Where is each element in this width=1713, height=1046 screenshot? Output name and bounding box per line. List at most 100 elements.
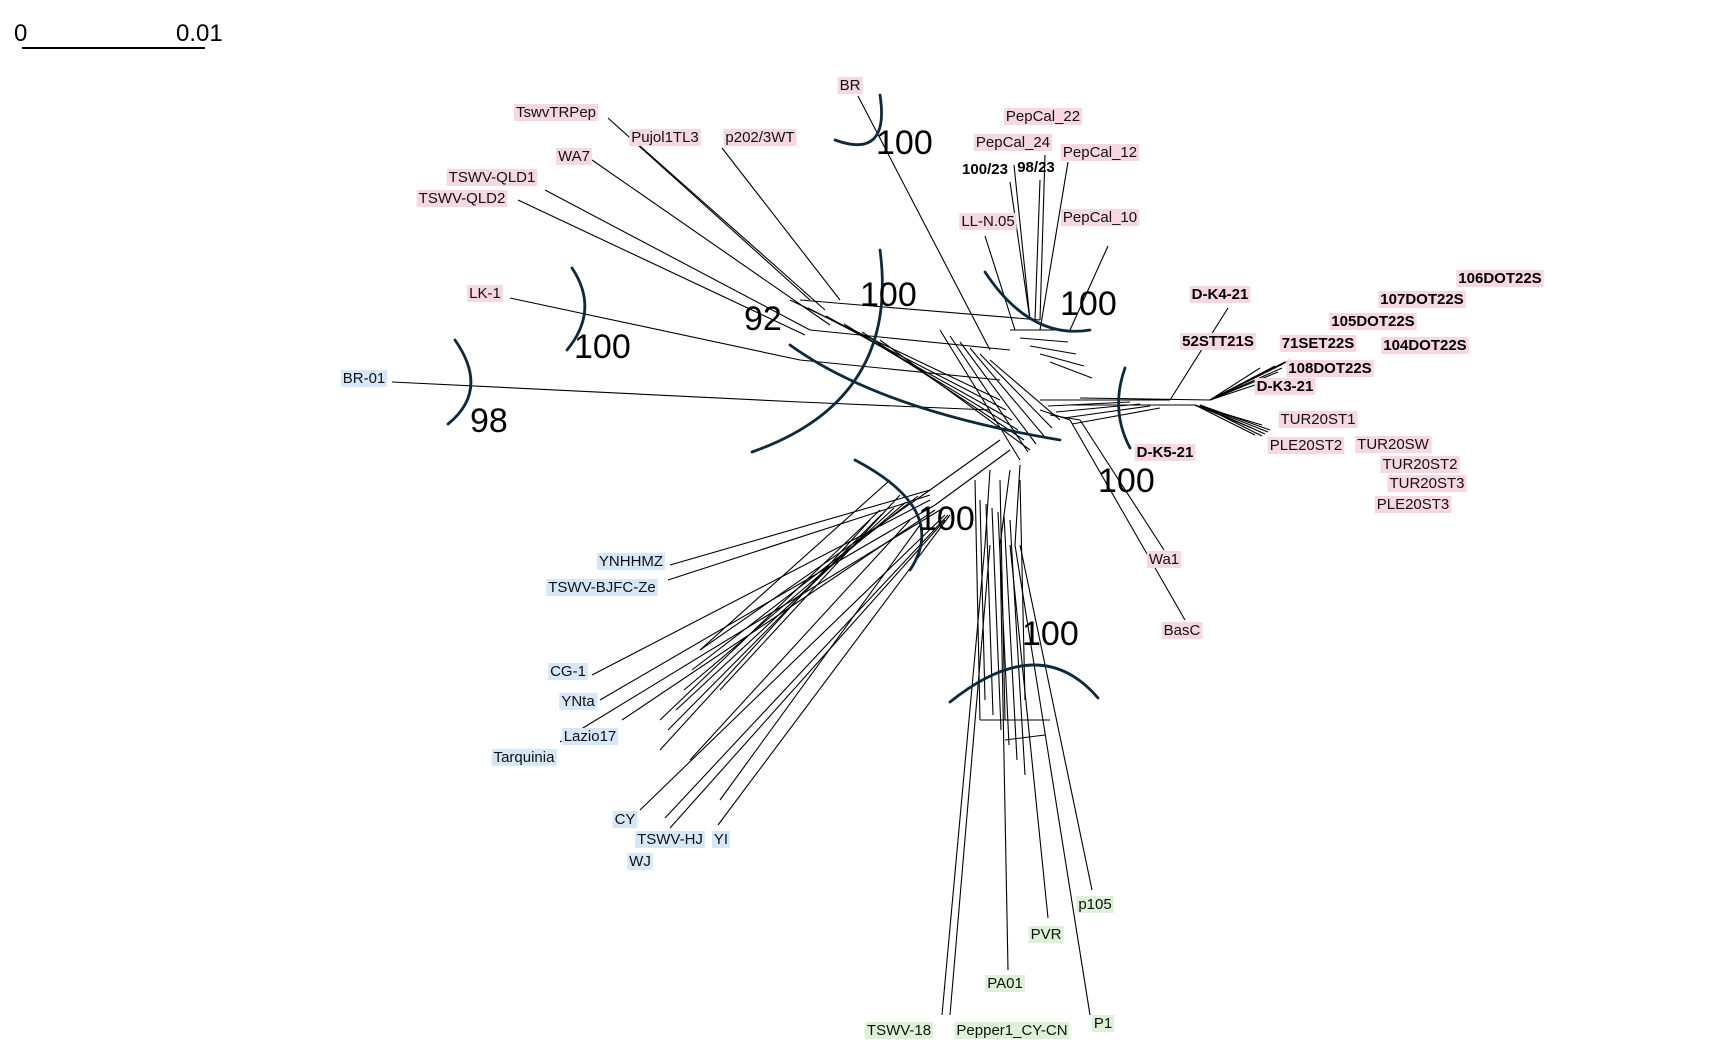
- taxon-label: 105DOT22S: [1331, 313, 1414, 330]
- taxon-label: PA01: [987, 975, 1023, 992]
- taxon-highlight: [711, 831, 731, 848]
- network-edge-21: [691, 495, 919, 671]
- taxon-label: PepCal_22: [1006, 108, 1080, 125]
- taxon-highlight: [612, 811, 638, 828]
- taxon-highlight: [1003, 108, 1083, 125]
- leaf-edge-pepcal-12: [1039, 161, 1069, 331]
- taxon-lk-1: LK-1: [467, 285, 503, 302]
- taxon-label: BR-01: [343, 370, 386, 387]
- split-arc-6: [1117, 366, 1132, 450]
- taxon-tswv-qld2: TSWV-QLD2: [416, 190, 508, 207]
- bootstrap-value: 98: [470, 402, 508, 440]
- leaf-edge-98-23: [1034, 179, 1041, 321]
- taxon-pepcal-22: PepCal_22: [1003, 108, 1083, 125]
- network-edge-32: [1003, 515, 1018, 761]
- leaf-edge-52stt21s: [1209, 367, 1261, 401]
- network-edge-5: [934, 449, 1011, 506]
- taxon-tswvtrpep: TswvTRPep: [513, 104, 599, 121]
- taxon-label: YNta: [561, 693, 595, 710]
- network-edge-0: [799, 299, 1041, 321]
- taxon-pujol1tl3: Pujol1TL3: [629, 129, 701, 146]
- taxon-ple20st3: PLE20ST3: [1374, 496, 1452, 513]
- taxon-pepcal-24: PepCal_24: [973, 134, 1053, 151]
- bootstrap-value: 92: [744, 300, 782, 338]
- leaf-edge-tswv-qld2: [517, 199, 806, 336]
- taxon-tswv-qld1: TSWV-QLD1: [446, 169, 538, 186]
- taxon-label: WA7: [558, 148, 590, 165]
- network-edges: [391, 95, 1291, 1016]
- taxon-highlight: [1091, 1015, 1115, 1032]
- leaf-edge-pepper1-cy-cn: [949, 544, 991, 1016]
- taxon-highlight: [1286, 360, 1374, 377]
- taxon-tswv-hj: TSWV-HJ: [635, 831, 705, 848]
- split-arc-2: [446, 338, 473, 426]
- taxon-br: BR: [837, 77, 863, 94]
- taxon-highlight: [548, 663, 588, 680]
- network-edge-55: [659, 509, 881, 721]
- taxon-cy: CY: [612, 811, 638, 828]
- taxon-label: PLE20ST3: [1377, 496, 1450, 513]
- taxon-label: TSWV-QLD2: [419, 190, 506, 207]
- network-edge-57: [719, 524, 921, 801]
- network-edge-49: [999, 479, 1006, 721]
- taxon-label: 107DOT22S: [1380, 291, 1463, 308]
- taxon-label: 52STT21S: [1182, 333, 1254, 350]
- leaf-edge-tswvtrpep: [607, 117, 811, 301]
- taxon-label: PepCal_24: [976, 134, 1050, 151]
- split-arc-1: [565, 266, 587, 352]
- network-edge-6: [984, 469, 991, 546]
- taxon-label: D-K4-21: [1192, 286, 1249, 303]
- network-edge-13: [1079, 397, 1211, 401]
- leaf-edge-d-k4-21: [1169, 307, 1229, 401]
- leaf-edge-wa7: [591, 159, 831, 326]
- taxon-highlight: [973, 134, 1053, 151]
- network-edge-1: [809, 329, 1011, 351]
- taxon-pepper1-cy-cn: Pepper1_CY-CN: [954, 1022, 1070, 1039]
- bootstrap-value: 100: [1098, 462, 1155, 500]
- taxon-label: Tarquinia: [494, 749, 556, 766]
- network-edge-40: [1019, 337, 1069, 343]
- taxon-highlight: [1355, 436, 1432, 453]
- taxon-ynhhmz: YNHHMZ: [596, 553, 666, 570]
- taxon-label: WJ: [629, 853, 651, 870]
- taxon-tur20st1: TUR20ST1: [1278, 411, 1358, 428]
- network-edge-42: [1029, 345, 1077, 355]
- taxon-highlight: [1060, 209, 1140, 226]
- taxon-label: TswvTRPep: [516, 104, 596, 121]
- taxon-label: Wa1: [1149, 551, 1179, 568]
- taxon-highlight: [1267, 437, 1345, 454]
- network-edge-53: [699, 479, 891, 651]
- network-edge-37: [659, 519, 871, 751]
- taxon-wa1: Wa1: [1146, 551, 1182, 568]
- leaf-edge-p202-3wt: [721, 147, 841, 301]
- taxon-label: TSWV-18: [867, 1022, 931, 1039]
- network-edge-36: [1009, 519, 1026, 776]
- taxon-label: TUR20SW: [1357, 436, 1430, 453]
- taxon-tur20st3: TUR20ST3: [1387, 475, 1467, 492]
- taxon-basc: BasC: [1161, 622, 1203, 639]
- leaf-edge-pepcal-24: [1013, 164, 1031, 321]
- taxon-br-01: BR-01: [340, 370, 388, 387]
- network-edge-33: [667, 513, 883, 731]
- network-edge-54: [719, 494, 901, 691]
- leaf-edge-pvr: [1009, 544, 1049, 919]
- taxon-highlight: [1060, 144, 1140, 161]
- taxon-ynta: YNta: [559, 693, 598, 710]
- split-arc-5: [983, 270, 1092, 333]
- taxon-label: 104DOT22S: [1383, 337, 1466, 354]
- leaf-edge-ple20st2: [1194, 404, 1256, 436]
- network-edge-45: [1063, 405, 1151, 419]
- taxon-highlight: [1378, 291, 1466, 308]
- network-edge-20: [985, 503, 994, 716]
- taxon-highlight: [556, 148, 592, 165]
- taxon-71set22s: 71SET22S: [1279, 335, 1357, 352]
- leaf-edge-ynhhmz: [669, 489, 931, 566]
- taxon-label: TSWV-QLD1: [449, 169, 536, 186]
- leaf-edge-100-23: [1009, 181, 1031, 321]
- taxon-highlight: [1180, 333, 1256, 350]
- taxon-d-k4-21: D-K4-21: [1189, 286, 1251, 303]
- network-edge-50: [1019, 479, 1026, 701]
- taxon-highlight: [1161, 622, 1203, 639]
- network-edge-25: [683, 501, 907, 691]
